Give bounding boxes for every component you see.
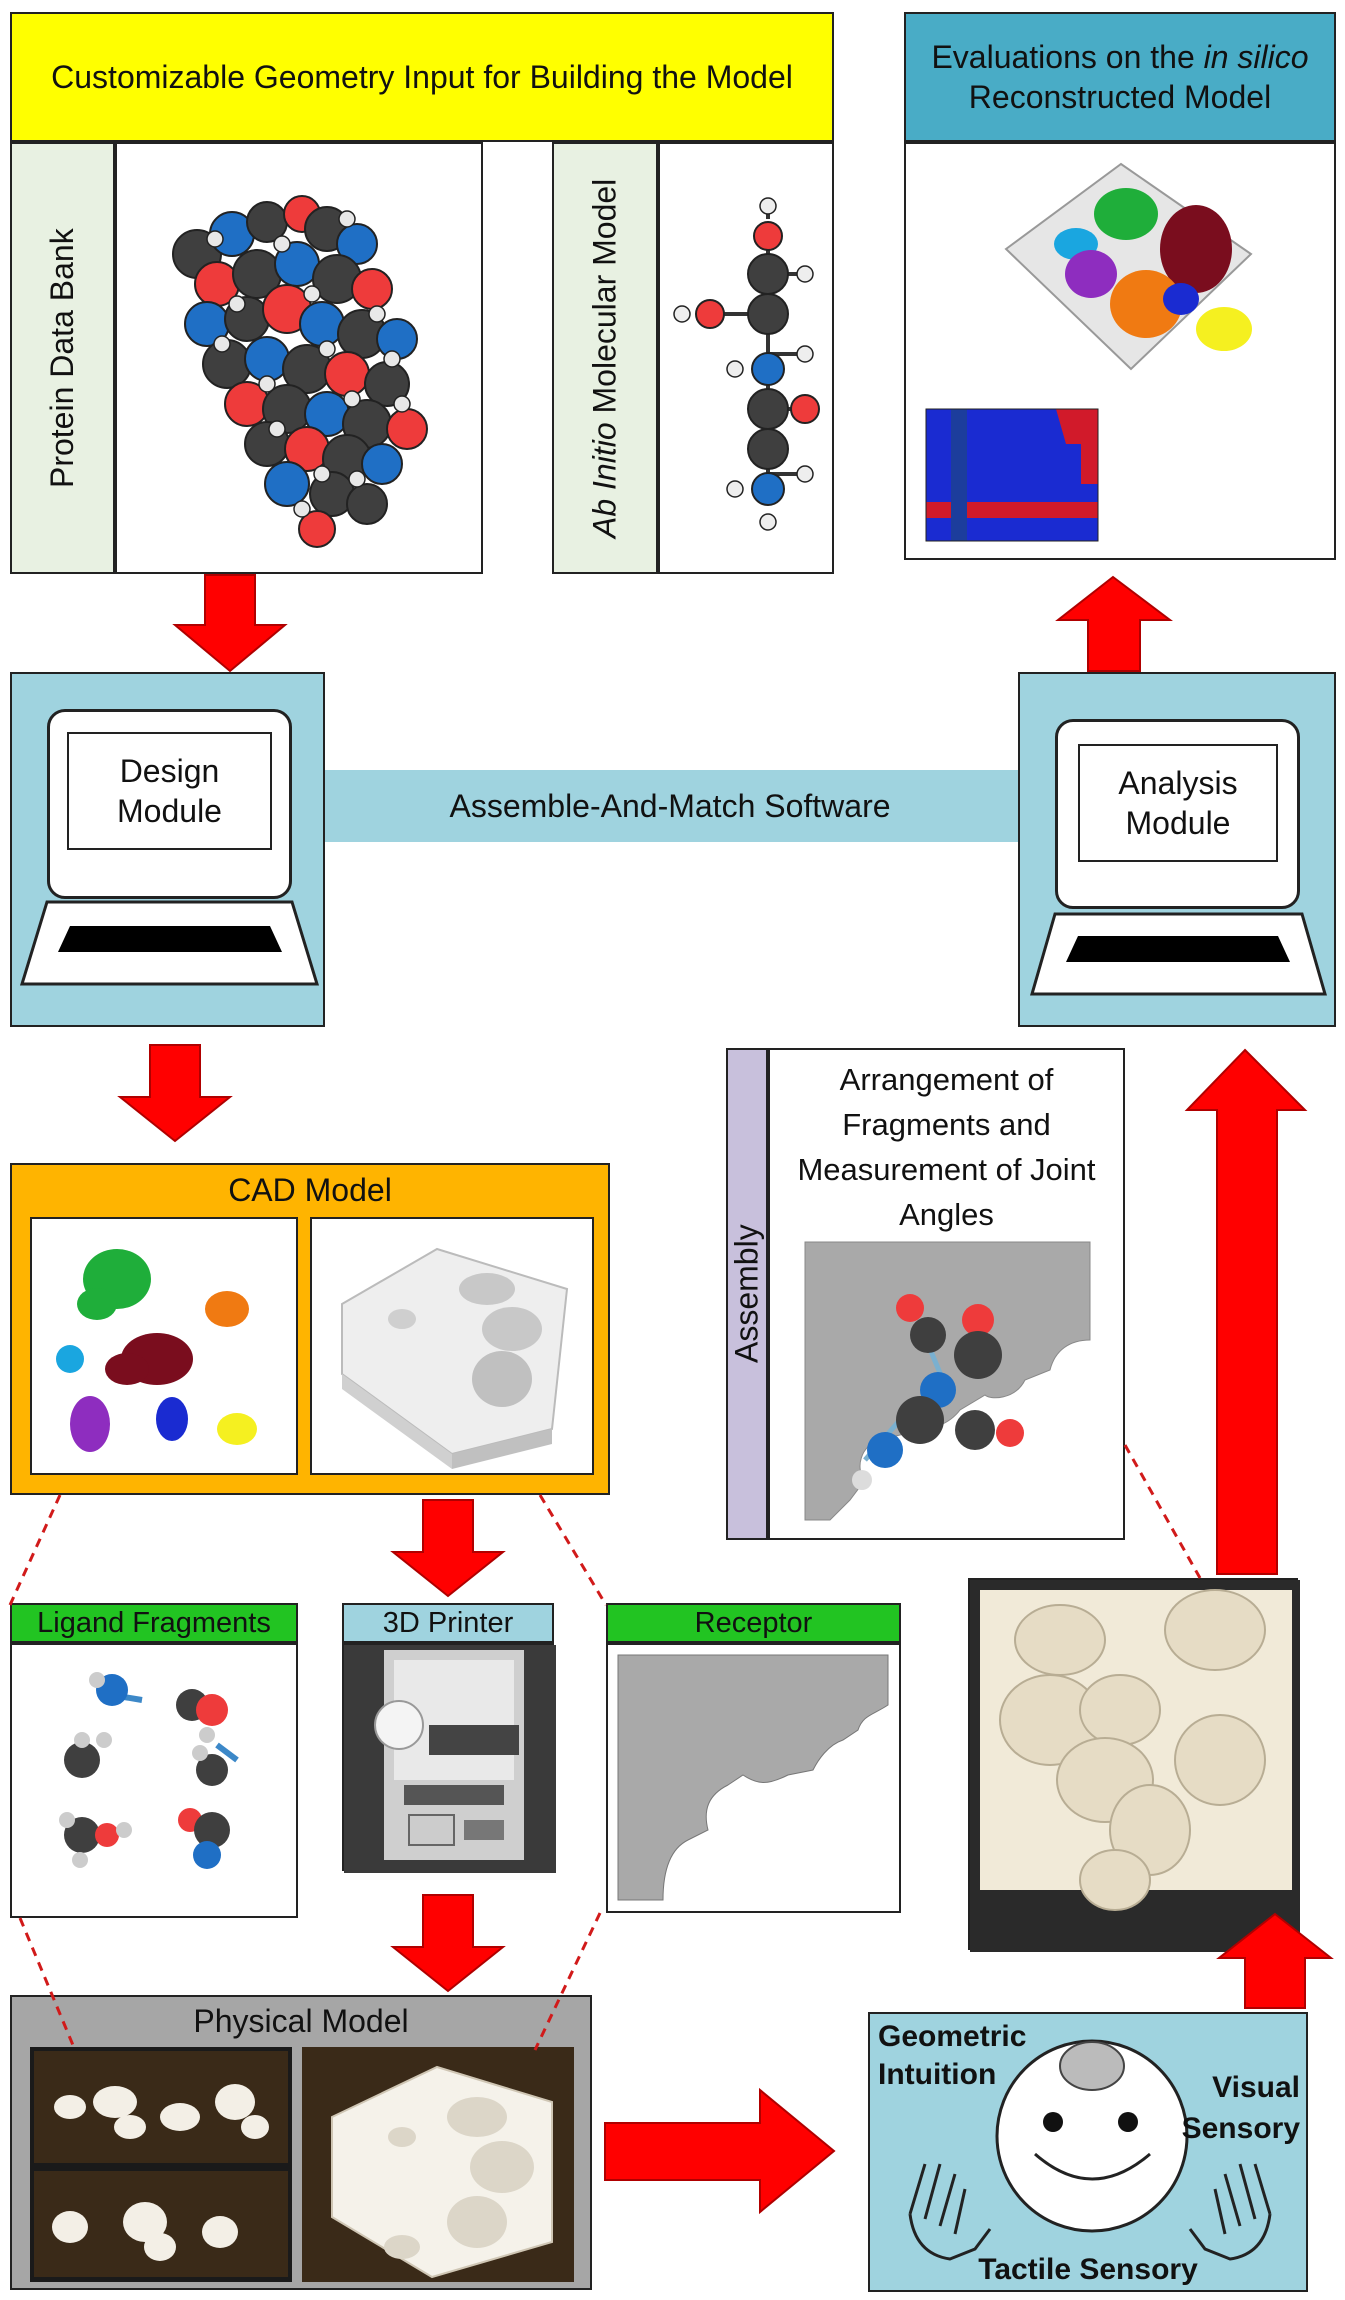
assembly-title: Arrangement of Fragments and Measurement… <box>797 1062 1096 1232</box>
geometry-input-header: Customizable Geometry Input for Building… <box>10 12 834 142</box>
physical-assembly-photo-render <box>970 1580 1300 1952</box>
physical-receptor-photo <box>302 2047 574 2282</box>
arrow-analysis-to-evaluations <box>1055 575 1173 672</box>
arrow-geometry-to-design <box>172 574 288 673</box>
assemble-and-match-label: Assemble-And-Match Software <box>449 788 891 824</box>
physical-receptor-render <box>331 2065 553 2279</box>
geometric-intuition-label: Geometric Intuition <box>878 2020 1027 2091</box>
printer-header: 3D Printer <box>342 1603 554 1643</box>
physical-assembly-photo <box>968 1578 1300 1952</box>
receptor-surface-illustration <box>617 1654 889 1901</box>
printer-photo-panel <box>342 1643 556 1873</box>
evaluations-panel <box>904 142 1336 560</box>
design-module-panel: Design Module <box>10 672 325 1027</box>
analysis-laptop-keyboard <box>1030 912 1327 996</box>
physical-fragments-render <box>34 2051 288 2277</box>
assembly-panel: Arrangement of Fragments and Measurement… <box>768 1048 1125 1540</box>
receptor-header: Receptor <box>606 1603 901 1643</box>
physical-fragments-photo <box>30 2047 292 2282</box>
arrow-photo-to-analysis <box>1184 1048 1308 1575</box>
analysis-module-label-box: Analysis Module <box>1078 744 1278 862</box>
analysis-module-panel: Analysis Module <box>1018 672 1336 1027</box>
physical-model-header: Physical Model <box>193 2003 409 2039</box>
ligand-fragments-panel <box>10 1643 298 1918</box>
visual-sensory-label: Visual Sensory <box>1181 2071 1300 2145</box>
ligand-fragments-header: Ligand Fragments <box>10 1603 298 1643</box>
protein-structure-panel <box>115 142 483 574</box>
cad-fragments-render <box>56 1249 257 1452</box>
protein-atoms-illustration <box>172 195 428 548</box>
abinitio-molecule-panel <box>658 142 834 574</box>
human-face-illustration <box>908 2039 1272 2261</box>
joint-angle-heatmap <box>925 408 1099 542</box>
tactile-sensory-label: Tactile Sensory <box>978 2253 1198 2286</box>
cad-receptor-render <box>341 1247 569 1469</box>
design-module-label-box: Design Module <box>67 732 272 850</box>
ligand-fragments-illustration <box>59 1672 239 1869</box>
assembly-receptor-with-fragments <box>804 1241 1091 1521</box>
physical-model-panel: Physical Model <box>10 1995 592 2290</box>
reconstructed-model-render <box>925 162 1253 542</box>
cad-model-panel: CAD Model <box>10 1163 610 1495</box>
cad-model-header: CAD Model <box>228 1172 392 1208</box>
arrow-printer-to-physical <box>390 1894 506 1993</box>
cad-receptor-view <box>310 1217 594 1475</box>
arrow-human-to-photo <box>1216 1912 1334 2009</box>
evaluations-header: Evaluations on the in silico Reconstruct… <box>904 12 1336 142</box>
printer-photo <box>344 1645 556 1873</box>
human-perception-panel: Geometric Intuition Visual Sensory Tacti… <box>868 2012 1308 2292</box>
arrow-cad-to-printer <box>390 1499 506 1598</box>
software-connector-band <box>320 770 1020 842</box>
arrow-design-to-cad <box>117 1044 233 1143</box>
arrow-physical-to-human <box>604 2087 836 2215</box>
abinitio-molecule-illustration <box>673 197 820 531</box>
cad-fragments-view <box>30 1217 298 1475</box>
design-laptop-keyboard <box>19 900 320 986</box>
receptor-panel <box>606 1643 901 1913</box>
